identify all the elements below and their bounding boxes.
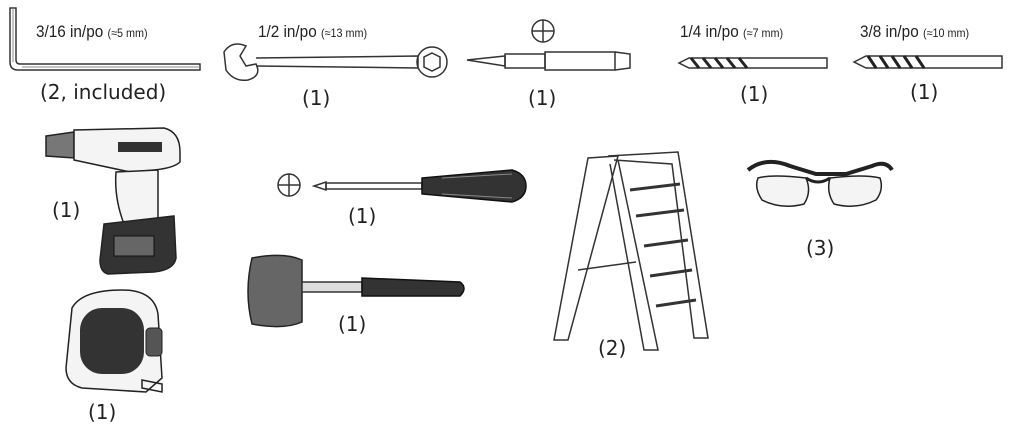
drill-bit-small-size: 1/4 in/po (≈7 mm) — [680, 22, 784, 41]
wrench-qty: (1) — [302, 86, 331, 110]
allen-key-qty: (2, included) — [40, 80, 167, 104]
drill-bit-large-qty: (1) — [910, 80, 939, 104]
screwdriver-icon — [311, 169, 527, 203]
allen-key-size: 3/16 in/po (≈5 mm) — [36, 22, 148, 41]
allen-key-icon — [9, 7, 201, 71]
drill-bit-small-icon — [677, 57, 828, 69]
phillips-bit-qty: (1) — [528, 86, 557, 110]
wrench-size: 1/2 in/po (≈13 mm) — [258, 22, 368, 41]
step-ladder-icon — [553, 151, 709, 351]
drill-qty: (1) — [52, 198, 81, 222]
wrench-icon — [223, 43, 448, 82]
cordless-drill-icon — [45, 127, 181, 275]
tape-measure-qty: (1) — [88, 400, 117, 424]
rubber-mallet-icon — [247, 254, 465, 328]
phillips-head-icon-2 — [277, 173, 301, 197]
mallet-qty: (1) — [338, 312, 367, 336]
ladder-qty: (2) — [598, 336, 627, 360]
tape-measure-icon — [65, 289, 163, 393]
phillips-bit-icon — [466, 51, 631, 71]
screwdriver-qty: (1) — [348, 204, 377, 228]
drill-bit-large-icon — [852, 55, 1003, 69]
phillips-head-icon — [531, 19, 555, 43]
glasses-qty: (3) — [806, 236, 835, 260]
drill-bit-large-size: 3/8 in/po (≈10 mm) — [860, 22, 970, 41]
drill-bit-small-qty: (1) — [740, 82, 769, 106]
safety-glasses-icon — [746, 159, 894, 207]
